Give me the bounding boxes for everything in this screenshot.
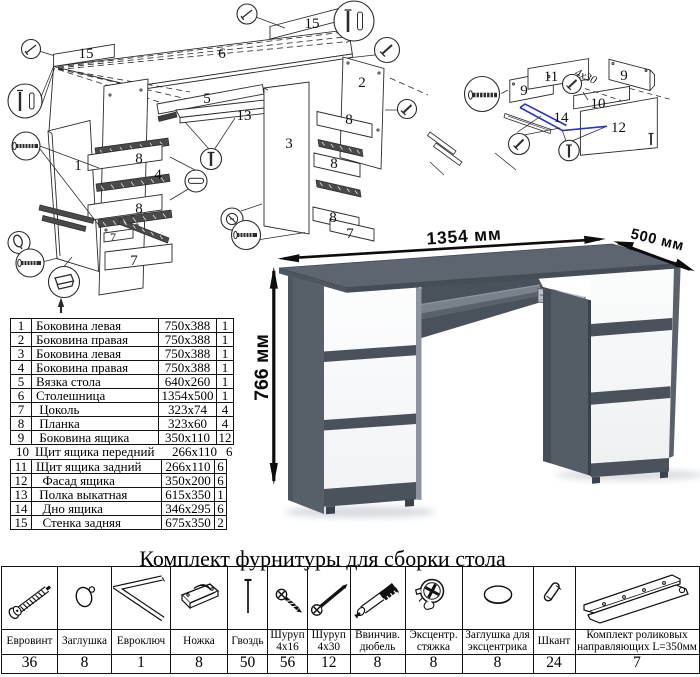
- svg-text:1: 1: [74, 158, 82, 174]
- svg-text:15: 15: [79, 46, 94, 62]
- svg-text:11: 11: [544, 69, 558, 85]
- svg-text:3: 3: [285, 136, 293, 152]
- svg-text:15: 15: [305, 16, 320, 32]
- svg-text:7: 7: [110, 230, 116, 244]
- svg-text:8: 8: [135, 151, 143, 167]
- svg-text:9: 9: [620, 68, 628, 84]
- svg-text:12: 12: [611, 120, 626, 136]
- svg-text:13: 13: [237, 108, 252, 124]
- svg-text:14: 14: [554, 110, 570, 126]
- svg-text:8: 8: [330, 156, 338, 172]
- svg-text:6: 6: [218, 46, 226, 62]
- svg-text:8: 8: [345, 112, 353, 128]
- svg-text:766 мм: 766 мм: [251, 334, 273, 401]
- svg-text:9: 9: [520, 83, 528, 99]
- svg-text:8: 8: [135, 201, 143, 217]
- svg-text:7: 7: [346, 226, 354, 242]
- svg-text:2: 2: [358, 75, 366, 91]
- svg-text:10: 10: [591, 96, 606, 112]
- svg-text:4: 4: [154, 167, 162, 183]
- svg-text:8: 8: [329, 210, 337, 226]
- svg-text:5: 5: [203, 91, 211, 107]
- svg-text:7: 7: [130, 253, 138, 269]
